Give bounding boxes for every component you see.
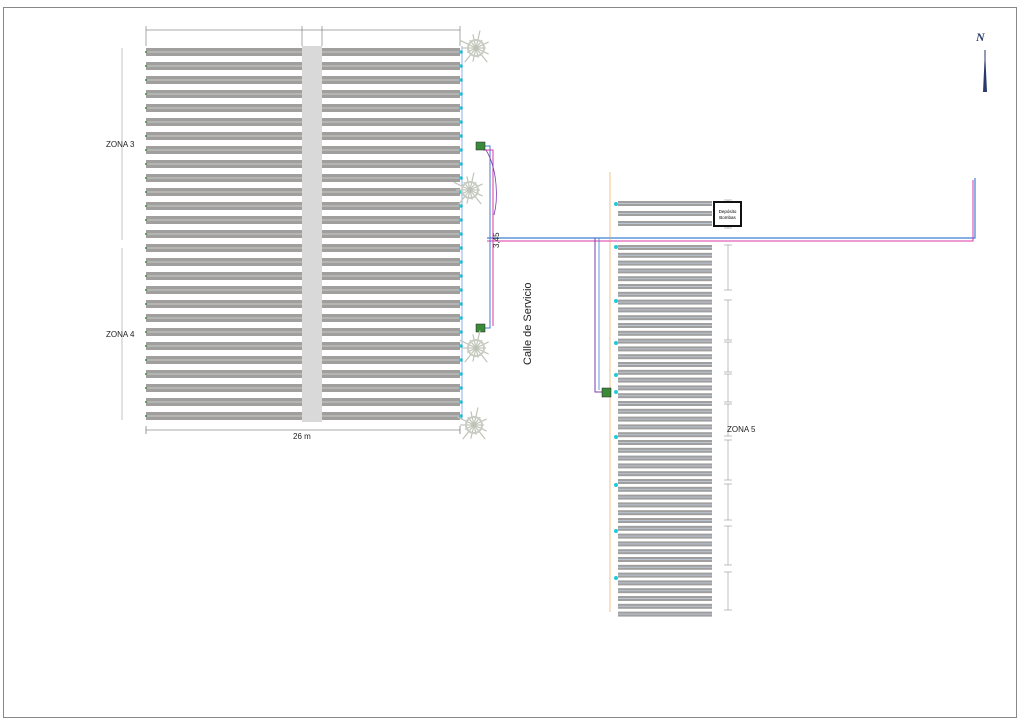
bed-row — [618, 463, 712, 469]
bed-row — [618, 580, 712, 586]
bed-row — [618, 252, 712, 258]
bed-row — [618, 284, 712, 289]
bed-row — [618, 338, 712, 344]
bed-row — [618, 307, 712, 313]
emitter — [614, 435, 618, 439]
bed-row — [618, 525, 712, 531]
zone-5-label: ZONA 5 — [727, 425, 756, 434]
bed-row — [618, 510, 712, 516]
bed-row — [618, 533, 712, 539]
bed-row — [618, 276, 712, 282]
bed-row — [618, 291, 712, 297]
bed-row — [618, 330, 712, 336]
bed-row — [618, 557, 712, 562]
zone-5-dimensions — [724, 199, 732, 611]
bed-row — [618, 416, 712, 422]
bed-row — [618, 354, 712, 360]
bed-row — [618, 424, 712, 430]
bed-row — [618, 362, 712, 367]
bed-row — [618, 385, 712, 391]
bed-row — [618, 440, 712, 445]
bed-row — [618, 393, 712, 399]
bed-row — [618, 572, 712, 578]
tree-icon — [459, 330, 489, 363]
depot-label-line2: Bombas — [719, 215, 736, 220]
main-pipes — [461, 46, 976, 612]
bed-row — [618, 502, 712, 508]
emitter — [614, 373, 618, 377]
pump-depot-box: Depósito Bombas — [713, 201, 742, 227]
depot-label-line1: Depósito — [718, 209, 737, 214]
bed-row — [618, 346, 712, 352]
bed-row — [618, 245, 712, 250]
tree-icon — [459, 30, 489, 63]
zone-3-label: ZONA 3 — [106, 140, 135, 149]
bed-row — [618, 549, 712, 555]
bed-row — [618, 323, 712, 328]
bed-row — [618, 541, 712, 547]
bed-row — [618, 408, 712, 414]
emitter — [614, 202, 618, 206]
emitter — [614, 341, 618, 345]
bed-row — [618, 596, 712, 601]
bed-row — [618, 455, 712, 461]
emitter — [614, 529, 618, 533]
bed-row — [618, 299, 712, 305]
bed-row — [618, 377, 712, 383]
bed-row — [618, 211, 712, 216]
tree-icon — [453, 30, 489, 440]
zone-3-4-beds — [145, 48, 463, 420]
valve-icon — [475, 141, 612, 398]
emitter — [614, 576, 618, 580]
emitter — [614, 245, 618, 249]
top-dimension — [145, 26, 461, 46]
bed-row — [618, 432, 712, 438]
central-path — [302, 46, 322, 422]
bed-row — [618, 201, 712, 206]
tree-icon — [453, 172, 483, 205]
width-dimension-label: 26 m — [293, 432, 311, 441]
bed-row — [618, 479, 712, 484]
bed-row — [618, 486, 712, 492]
bed-row — [618, 260, 712, 266]
bed-row — [618, 401, 712, 406]
tree-icon — [457, 407, 487, 440]
drawing-frame — [3, 7, 1017, 718]
service-road-label: Calle de Servicio — [522, 282, 534, 365]
emitter — [614, 299, 618, 303]
emitter — [614, 483, 618, 487]
bed-row — [618, 611, 712, 617]
north-arrow-icon — [983, 50, 987, 92]
zone-4-label: ZONA 4 — [106, 330, 135, 339]
bed-row — [618, 221, 712, 226]
north-label: N — [976, 30, 985, 44]
bed-row — [618, 268, 712, 274]
bed-row — [618, 369, 712, 375]
bed-row — [618, 494, 712, 500]
bed-row — [618, 603, 712, 609]
distance-label: 3,45 — [492, 232, 501, 248]
bed-row — [618, 315, 712, 321]
bed-row — [618, 447, 712, 453]
bed-row — [618, 518, 712, 523]
bed-row — [618, 471, 712, 477]
emitter — [614, 390, 618, 394]
bottom-dimension — [145, 426, 461, 434]
bed-row — [618, 588, 712, 594]
bed-row — [618, 564, 712, 570]
zone-5-beds — [614, 201, 712, 617]
